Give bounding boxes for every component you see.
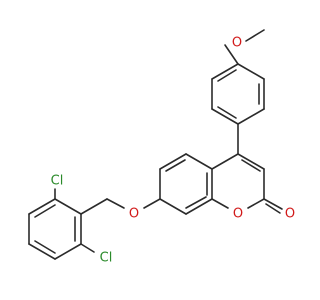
- bond: [143, 198, 161, 209]
- bond: [211, 153, 239, 170]
- bond: [34, 204, 56, 218]
- atom-o-ether: O: [129, 207, 139, 222]
- bond: [237, 153, 265, 170]
- bond: [165, 159, 186, 172]
- bond: [263, 198, 283, 210]
- bond: [54, 198, 82, 215]
- bond: [211, 108, 239, 125]
- atom-cl-bottom: Cl: [100, 251, 113, 266]
- bond: [241, 159, 261, 172]
- atom-cl-top: Cl: [51, 174, 64, 189]
- bond: [185, 196, 207, 209]
- structure-canvas: O O O O Cl Cl: [28, 29, 295, 266]
- bond: [34, 240, 56, 254]
- bond: [80, 243, 95, 253]
- molecule-drawing: O O O O Cl Cl: [28, 29, 295, 266]
- bond: [80, 198, 108, 215]
- bond: [265, 203, 281, 214]
- bond: [159, 198, 187, 215]
- atom-o-methoxy: O: [232, 36, 242, 51]
- bond: [237, 63, 265, 80]
- bond: [217, 106, 237, 119]
- bond: [247, 198, 265, 209]
- bond: [159, 153, 187, 170]
- bond: [28, 198, 56, 215]
- bond: [245, 29, 265, 42]
- atom-o-carbonyl: O: [285, 207, 295, 222]
- bond: [54, 243, 82, 260]
- bond: [106, 198, 125, 209]
- bond: [28, 243, 56, 260]
- atom-o-ring: O: [233, 207, 243, 222]
- bond: [185, 153, 213, 170]
- bond: [211, 63, 239, 80]
- bond: [237, 108, 265, 125]
- bond: [211, 198, 229, 209]
- bond: [217, 69, 237, 82]
- bond: [185, 198, 213, 215]
- bond: [224, 44, 239, 65]
